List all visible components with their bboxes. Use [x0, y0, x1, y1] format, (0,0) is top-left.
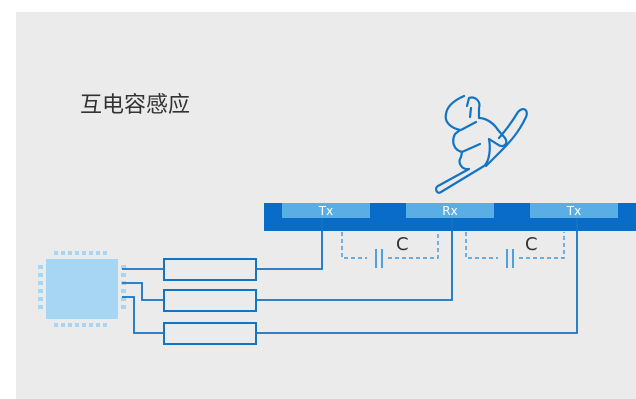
ic-chip-icon — [38, 251, 126, 327]
capacitor-symbols — [375, 249, 514, 268]
pointing-hand-icon — [435, 94, 528, 194]
electrode-tx: Tx — [282, 203, 370, 218]
electrodes: Tx Rx Tx — [282, 203, 618, 218]
electrode-rx: Rx — [406, 203, 494, 218]
capacitor-label: C — [525, 234, 538, 255]
capacitance-field-lines — [341, 232, 565, 259]
electrode-label: Tx — [318, 204, 333, 218]
diagram-title: 互电容感应 — [80, 93, 190, 118]
electrode-label: Tx — [566, 204, 581, 218]
electrode-pad — [530, 203, 618, 218]
electrode-pad — [282, 203, 370, 218]
resistors — [163, 258, 257, 345]
connection-wires — [122, 218, 578, 334]
capacitor-label: C — [396, 234, 409, 255]
resistor — [163, 258, 257, 281]
electrode-tx: Tx — [530, 203, 618, 218]
electrode-pad — [406, 203, 494, 218]
resistor — [163, 322, 257, 345]
electrode-label: Rx — [442, 204, 457, 218]
resistor — [163, 289, 257, 312]
